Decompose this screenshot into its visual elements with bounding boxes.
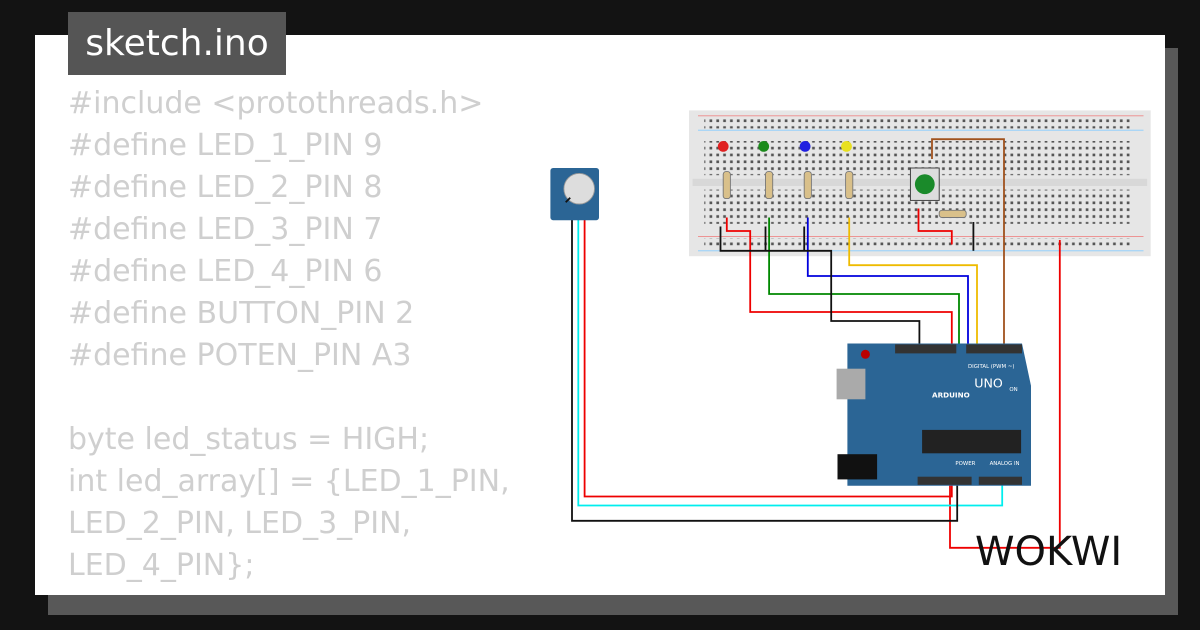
code-line: byte led_status = HIGH; [68,422,430,457]
code-line: #define POTEN_PIN A3 [68,338,412,373]
on-label: ON [1009,387,1017,393]
brand-label: ARDUINO [932,391,970,400]
resistors [722,171,967,218]
code-line: #include <protothreads.h> [68,86,484,121]
code-line: #define LED_1_PIN 9 [68,128,383,163]
wires [571,138,1061,549]
digital-label: DIGITAL (PWM ~) [968,364,1014,370]
leds [717,141,852,152]
wokwi-logo: WOKWI [975,529,1122,575]
led-green [758,141,770,152]
code-preview: #include <protothreads.h> #define LED_1_P… [68,83,528,587]
power-label: POWER [955,461,975,467]
file-title-badge: sketch.ino [68,12,286,75]
pushbutton[interactable] [909,167,940,201]
led-blue [799,141,811,152]
model-label: UNO [974,376,1003,391]
analog-label: ANALOG IN [990,461,1020,467]
svg-text:WOKWI: WOKWI [975,529,1122,575]
code-line: #define BUTTON_PIN 2 [68,296,415,331]
code-line: #define LED_4_PIN 6 [68,254,383,289]
code-line: int led_array[] = {LED_1_PIN, LED_2_PIN,… [68,464,520,583]
led-red [717,141,729,152]
code-line: #define LED_2_PIN 8 [68,170,383,205]
led-yellow [841,141,852,152]
code-line: #define LED_3_PIN 7 [68,212,383,247]
potentiometer[interactable] [550,168,599,221]
arduino-uno: DIGITAL (PWM ~) ARDUINO UNO ON POWER ANA… [836,343,1031,486]
